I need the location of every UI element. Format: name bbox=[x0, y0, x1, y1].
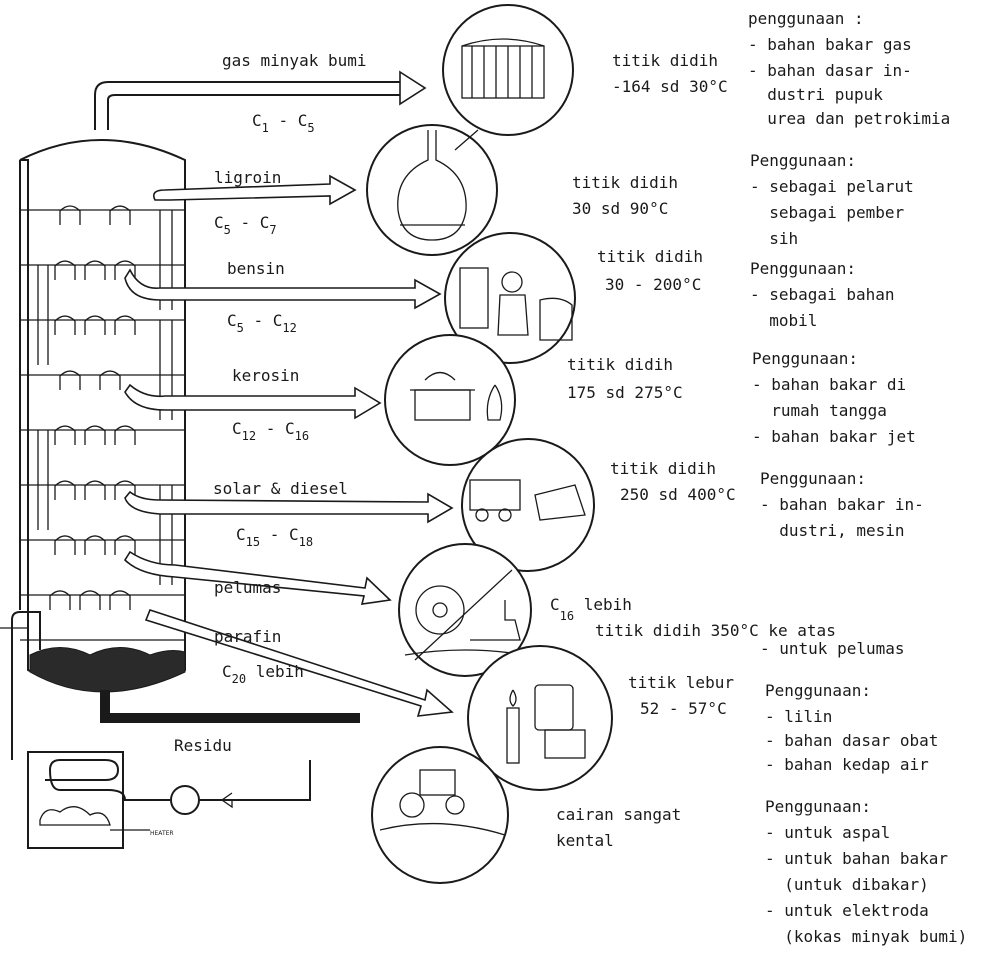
use-bensin-1: - sebagai bahan bbox=[750, 285, 895, 304]
use-solar-2: dustri, mesin bbox=[760, 521, 905, 540]
use-residu-0: Penggunaan: bbox=[765, 797, 871, 816]
use-bensin-2: mobil bbox=[750, 311, 817, 330]
road-roller-icon bbox=[372, 747, 508, 883]
fraction-name-solar: solar & diesel bbox=[213, 479, 348, 498]
carbon-range-solar: C15 - C18 bbox=[236, 525, 313, 549]
gas-holder-tank-icon bbox=[443, 5, 573, 135]
residue-label: Residu bbox=[174, 736, 232, 755]
use-ligroin-3: sih bbox=[750, 229, 798, 248]
bp-residu-line1: cairan sangat bbox=[556, 805, 681, 824]
use-residu-3: (untuk dibakar) bbox=[765, 875, 929, 894]
use-ligroin-0: Penggunaan: bbox=[750, 151, 856, 170]
use-parafin-1: - lilin bbox=[765, 707, 832, 726]
use-pelumas-0: - untuk pelumas bbox=[760, 639, 905, 658]
use-bensin-0: Penggunaan: bbox=[750, 259, 856, 278]
use-kerosin-1: - bahan bakar di bbox=[752, 375, 906, 394]
carbon-range-ligroin: C5 - C7 bbox=[214, 213, 277, 237]
carbon-range-bensin: C5 - C12 bbox=[227, 311, 297, 335]
use-ligroin-2: sebagai pember bbox=[750, 203, 904, 222]
bp-pelumas-carbon: C16 lebih bbox=[550, 595, 632, 623]
use-ligroin-1: - sebagai pelarut bbox=[750, 177, 914, 196]
bp-gas-line2: -164 sd 30°C bbox=[612, 77, 728, 96]
bp-kerosin-line1: titik didih bbox=[567, 355, 673, 374]
carbon-range-parafin: C20 lebih bbox=[222, 662, 304, 686]
fraction-name-gas: gas minyak bumi bbox=[222, 51, 367, 70]
kerosene-stove-icon bbox=[385, 335, 515, 465]
heater-label: HEATER bbox=[150, 830, 174, 837]
use-residu-5: (kokas minyak bumi) bbox=[765, 927, 967, 946]
flask-icon bbox=[367, 125, 497, 255]
fraction-name-parafin: parafin bbox=[214, 627, 281, 646]
fraction-name-ligroin: ligroin bbox=[214, 168, 281, 187]
bp-gas-line1: titik didih bbox=[612, 51, 718, 70]
use-residu-4: - untuk elektroda bbox=[765, 901, 929, 920]
carbon-range-kerosin: C12 - C16 bbox=[232, 419, 309, 443]
use-residu-1: - untuk aspal bbox=[765, 823, 890, 842]
bp-solar-line2: 250 sd 400°C bbox=[620, 485, 736, 504]
uses: penggunaan : - bahan bakar gas - bahan d… bbox=[748, 9, 967, 946]
bp-bensin-line1: titik didih bbox=[597, 247, 703, 266]
fraction-name-kerosin: kerosin bbox=[232, 366, 299, 385]
residue-pipe bbox=[105, 690, 360, 718]
use-gas-0: penggunaan : bbox=[748, 9, 864, 28]
use-kerosin-3: - bahan bakar jet bbox=[752, 427, 916, 446]
use-solar-0: Penggunaan: bbox=[760, 469, 866, 488]
use-kerosin-2: rumah tangga bbox=[752, 401, 887, 420]
use-parafin-0: Penggunaan: bbox=[765, 681, 871, 700]
use-kerosin-0: Penggunaan: bbox=[752, 349, 858, 368]
bp-kerosin-line2: 175 sd 275°C bbox=[567, 383, 683, 402]
use-gas-4: urea dan petrokimia bbox=[748, 109, 950, 128]
fraction-name-bensin: bensin bbox=[227, 259, 285, 278]
bp-solar-line1: titik didih bbox=[610, 459, 716, 478]
use-gas-2: - bahan dasar in- bbox=[748, 61, 912, 80]
bp-ligroin-line2: 30 sd 90°C bbox=[572, 199, 668, 218]
use-parafin-2: - bahan dasar obat bbox=[765, 731, 938, 750]
bp-ligroin-line1: titik didih bbox=[572, 173, 678, 192]
use-gas-3: dustri pupuk bbox=[748, 85, 883, 104]
bp-bensin-line2: 30 - 200°C bbox=[605, 275, 701, 294]
use-parafin-3: - bahan kedap air bbox=[765, 755, 929, 774]
bp-pelumas-line1: titik didih 350°C ke atas bbox=[595, 621, 836, 640]
bp-parafin-line2: 52 - 57°C bbox=[640, 699, 727, 718]
use-gas-1: - bahan bakar gas bbox=[748, 35, 912, 54]
carbon-range-gas: C1 - C5 bbox=[252, 111, 315, 135]
use-residu-2: - untuk bahan bakar bbox=[765, 849, 948, 868]
use-solar-1: - bahan bakar in- bbox=[760, 495, 924, 514]
bp-residu-line2: kental bbox=[556, 831, 614, 850]
bp-parafin-line1: titik lebur bbox=[628, 673, 734, 692]
fraction-name-pelumas: pelumas bbox=[214, 578, 281, 597]
